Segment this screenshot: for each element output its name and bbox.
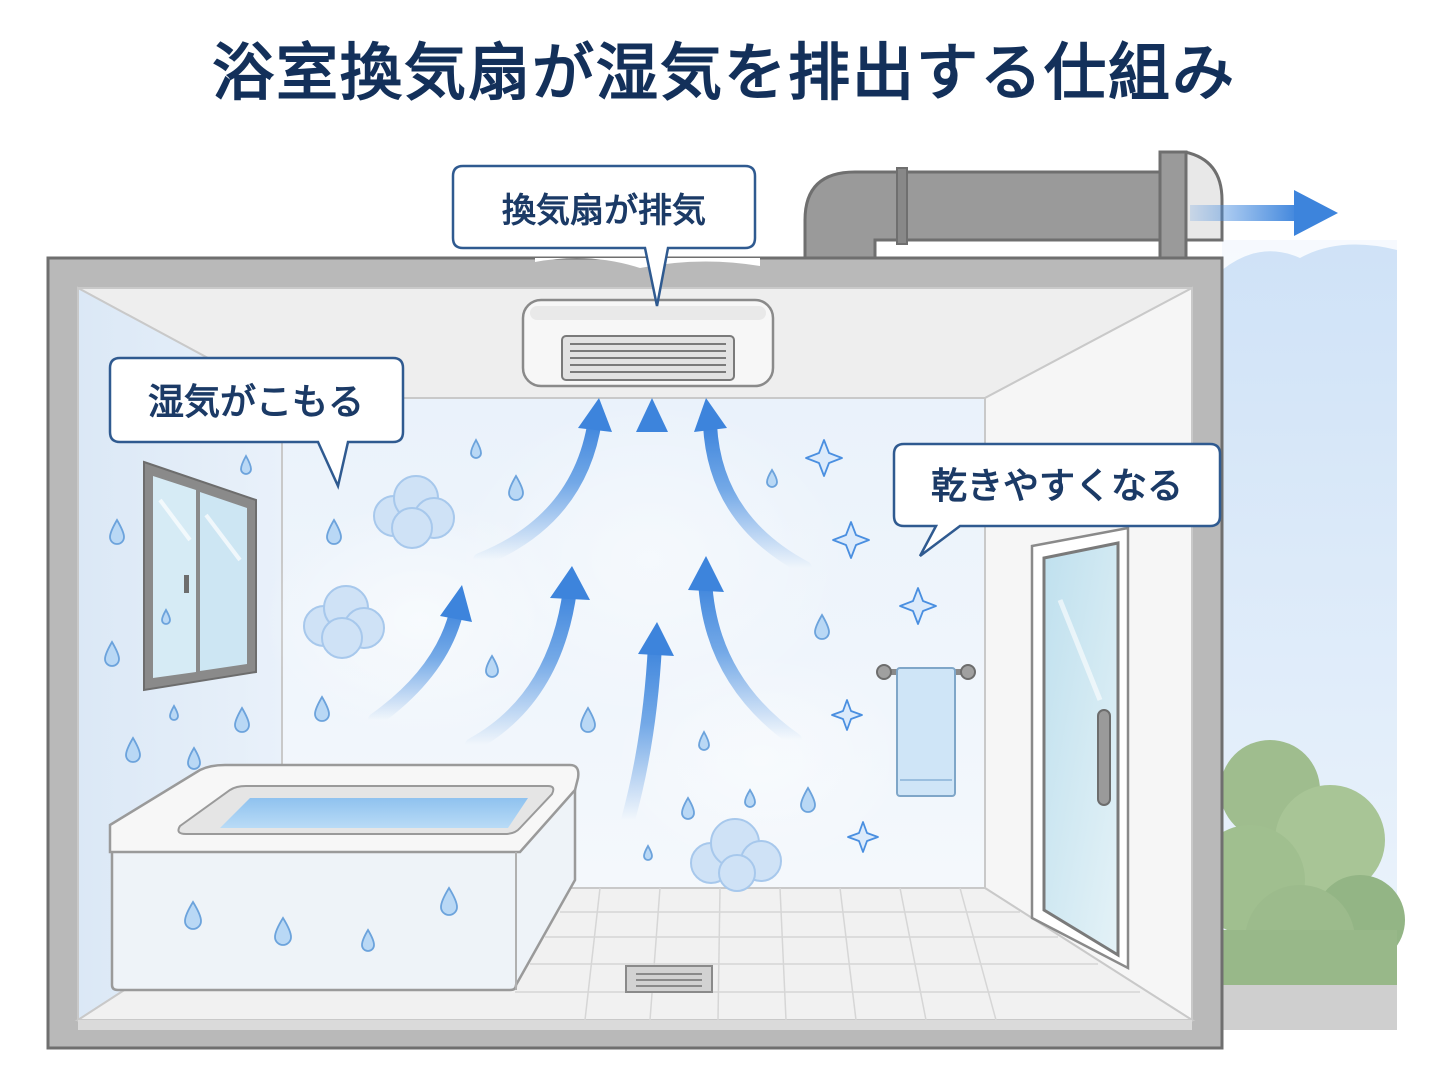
bathroom-door [1032,528,1128,968]
bathroom-window [144,462,256,690]
bubble-humidity-trapped-text: 湿気がこもる [148,382,364,423]
floor-drain [626,966,712,992]
exhaust-duct [805,152,1222,260]
bubble-fan-exhaust-text: 換気扇が排気 [502,191,706,231]
bathtub [110,765,578,990]
bubble-dries-easily-text: 乾きやすくなる [931,466,1183,507]
ceiling-fan-unit [523,300,773,386]
